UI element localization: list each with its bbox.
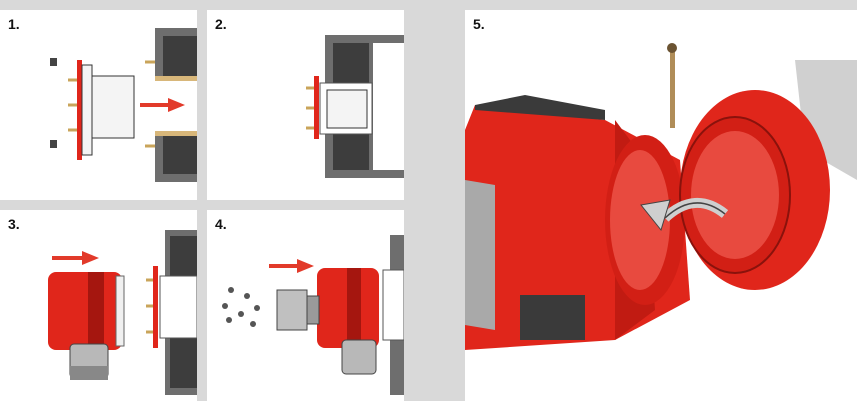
step-4-label: 4. xyxy=(215,216,227,232)
step-2-label: 2. xyxy=(215,16,227,32)
step-1-panel: 1. xyxy=(0,10,197,200)
wall-gasket-bottom xyxy=(155,131,197,136)
step-5-label: 5. xyxy=(473,16,485,32)
hinge-flange xyxy=(605,135,685,305)
blast-tube-housing xyxy=(679,60,857,290)
arrow-icon xyxy=(140,98,185,112)
nut-icon xyxy=(50,58,57,66)
step-3-panel: 3. xyxy=(0,210,197,401)
wall-insulation-bottom xyxy=(163,132,197,174)
burner-head xyxy=(317,268,379,375)
burner-flange xyxy=(77,60,82,160)
step-2-illustration xyxy=(306,35,404,178)
hinge-pin xyxy=(670,48,675,128)
step-5-illustration xyxy=(465,43,857,350)
burner-head xyxy=(48,272,125,380)
step-1-illustration xyxy=(50,28,197,182)
burner-flange xyxy=(314,76,319,139)
step-4-illustration xyxy=(222,235,404,395)
blast-tube xyxy=(326,89,368,129)
wall-gasket-top xyxy=(155,76,197,81)
blast-tube xyxy=(91,75,135,139)
screws-icon xyxy=(222,287,260,327)
step-3-illustration xyxy=(48,230,197,395)
wall-insulation-top xyxy=(163,36,197,80)
step-5-panel: 5. xyxy=(465,10,857,401)
step-1-label: 1. xyxy=(8,16,20,32)
rotate-arrow-icon xyxy=(640,197,729,232)
step-4-panel: 4. xyxy=(207,210,404,401)
step-3-label: 3. xyxy=(8,216,20,232)
nut-icon xyxy=(50,140,57,148)
arrow-icon xyxy=(52,251,99,265)
arrow-icon xyxy=(269,259,314,273)
combustion-head xyxy=(276,289,320,331)
step-2-panel: 2. xyxy=(207,10,404,200)
